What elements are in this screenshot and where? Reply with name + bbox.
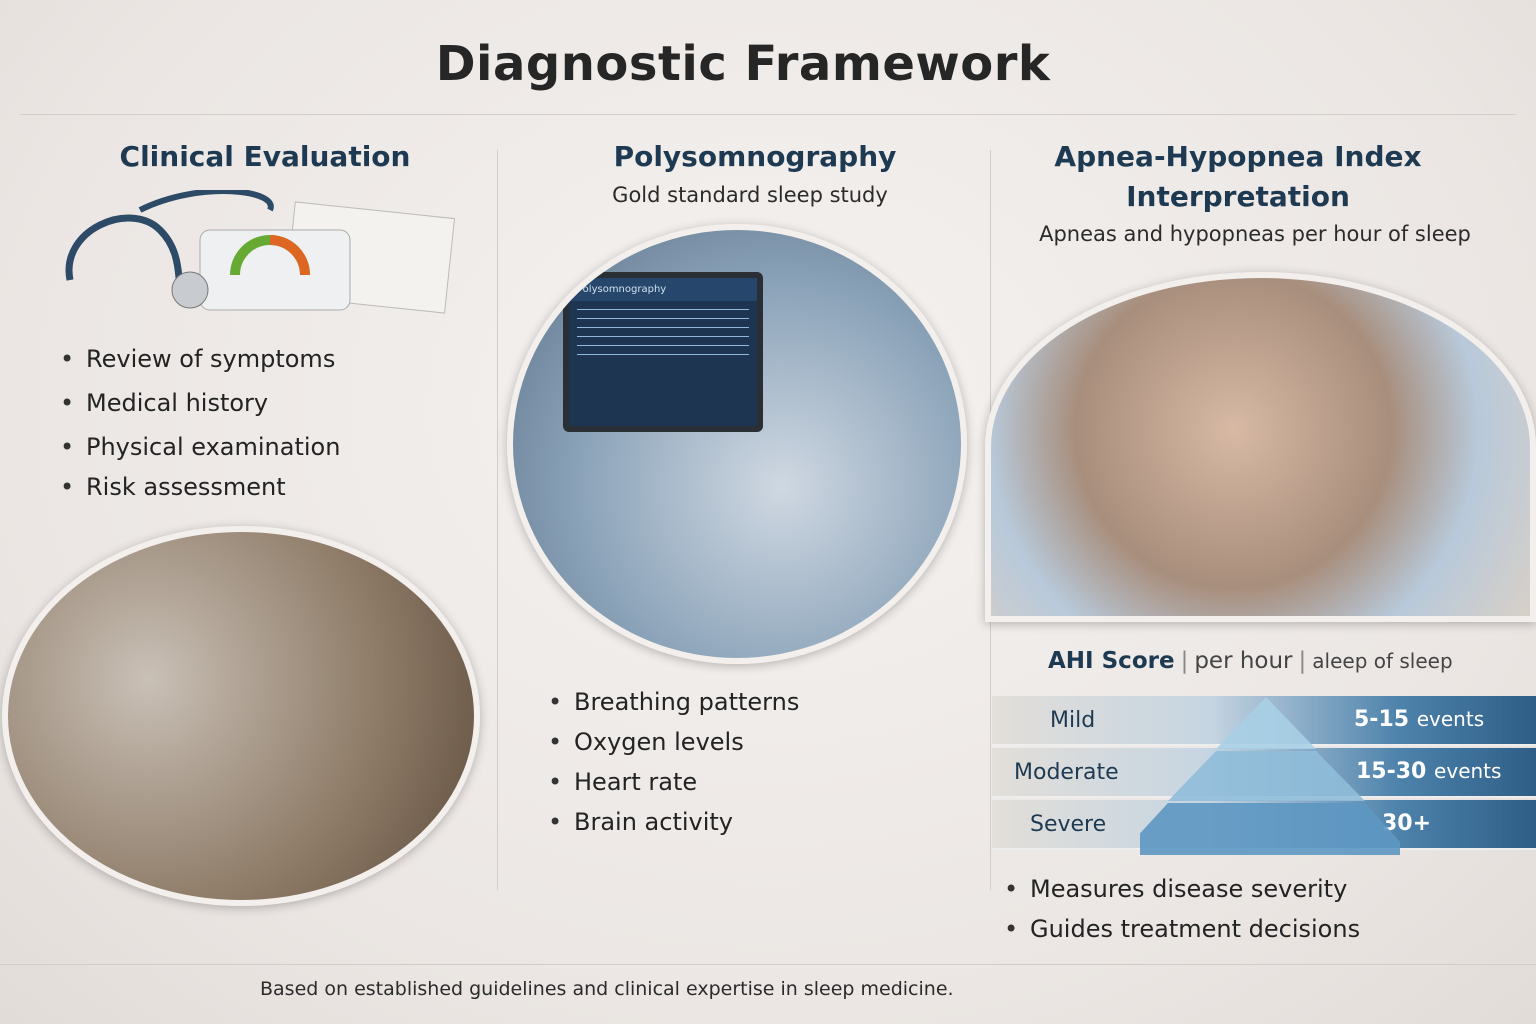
severity-unit: events: [1434, 759, 1502, 783]
clinical-list: Review of symptoms Medical history Physi…: [60, 345, 340, 501]
divider: [0, 964, 1536, 965]
severity-label: Severe: [1030, 812, 1107, 837]
list-item: Review of symptoms: [60, 345, 340, 373]
monitor-title: Polysomnography: [569, 278, 757, 301]
psg-subtitle: Gold standard sleep study: [612, 183, 888, 207]
list-item: Breathing patterns: [548, 688, 799, 716]
clinical-heading: Clinical Evaluation: [119, 140, 411, 173]
list-item: Risk assessment: [60, 473, 340, 501]
severity-pyramid: [1140, 697, 1400, 855]
column-divider: [497, 150, 498, 890]
ahi-score-label: AHI Score: [1048, 648, 1175, 674]
list-item: Measures disease severity: [1004, 875, 1360, 903]
list-item: Physical examination: [60, 433, 340, 461]
severity-range: 5-15: [1354, 707, 1410, 732]
psg-monitor: Polysomnography: [563, 272, 763, 432]
tired-man-photo: [985, 272, 1536, 622]
severity-label: Mild: [1050, 708, 1096, 733]
ahi-heading-line1: Apnea-Hypopnea Index: [1054, 140, 1422, 173]
footer-note: Based on established guidelines and clin…: [260, 978, 954, 1000]
ahi-score-header: AHI Score|per hour|aleep of sleep: [1048, 648, 1453, 674]
list-item: Guides treatment decisions: [1004, 915, 1360, 943]
ahi-score-unit: per hour: [1194, 648, 1293, 674]
list-item: Heart rate: [548, 768, 799, 796]
divider: [20, 114, 1516, 115]
severity-unit: events: [1416, 707, 1485, 731]
page-title: Diagnostic Framework: [435, 36, 1051, 92]
stethoscope-clipboard-illustration: [65, 190, 456, 314]
ahi-heading-line2: Interpretation: [1126, 180, 1350, 213]
severity-label: Moderate: [1014, 760, 1119, 785]
severity-range: 15-30: [1356, 759, 1427, 784]
ahi-subtitle: Apneas and hypopneas per hour of sleep: [1039, 222, 1471, 246]
list-item: Medical history: [60, 389, 340, 417]
ahi-score-note: aleep of sleep: [1312, 649, 1453, 673]
psg-heading: Polysomnography: [613, 140, 897, 173]
list-item: Brain activity: [548, 808, 799, 836]
list-item: Oxygen levels: [548, 728, 799, 756]
sleep-study-photo: Polysomnography: [507, 224, 967, 664]
ahi-list: Measures disease severity Guides treatme…: [1004, 875, 1360, 943]
doctor-patient-photo: [2, 526, 480, 906]
psg-list: Breathing patterns Oxygen levels Heart r…: [548, 688, 799, 836]
